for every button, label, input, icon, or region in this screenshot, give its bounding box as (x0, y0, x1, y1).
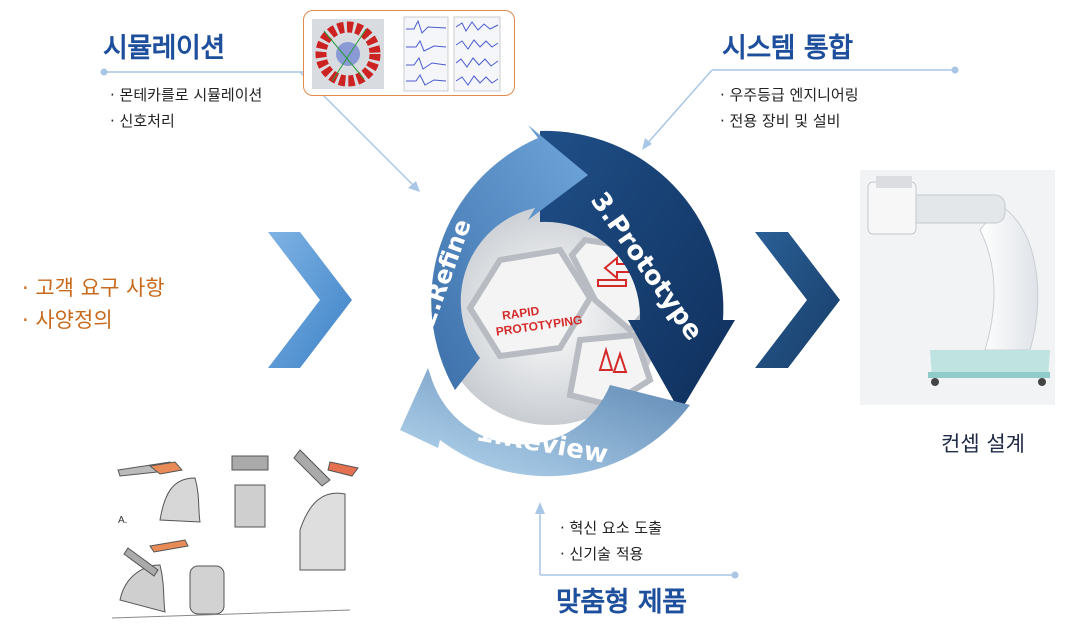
simulation-list: 몬테카를로 시뮬레이션 신호처리 (110, 82, 263, 134)
simulation-thumbnail (303, 10, 515, 96)
simulation-title: 시뮬레이션 (103, 33, 225, 64)
chevron-left-icon (268, 232, 352, 368)
list-item: 신호처리 (110, 108, 262, 134)
system-integration-list: 우주등급 엔지니어링 전용 장비 및 설비 (720, 82, 859, 134)
list-item: 신기술 적용 (560, 541, 662, 567)
chevron-right-icon (755, 232, 840, 368)
list-item: 몬테카를로 시뮬레이션 (110, 82, 263, 108)
custom-product-list: 혁신 요소 도출 신기술 적용 (560, 515, 662, 567)
system-integration-title: 시스템 통합 (722, 33, 853, 64)
product-dot (731, 571, 739, 579)
refine-arrow (431, 125, 588, 390)
prototype-arrow (540, 130, 735, 412)
concept-label: 컨셉 설계 (941, 432, 1025, 456)
list-item: 전용 장비 및 설비 (720, 108, 859, 134)
center-label-line1: RAPID (501, 304, 540, 323)
list-item: 혁신 요소 도출 (560, 515, 662, 541)
requirements-list: 고객 요구 사항 사양정의 (22, 272, 165, 336)
svg-text:A.: A. (118, 515, 127, 526)
system-dot (951, 66, 959, 74)
review-arrow (400, 368, 690, 477)
list-item: 우주등급 엔지니어링 (720, 82, 859, 108)
list-item: 사양정의 (22, 304, 165, 336)
simulation-dot (100, 68, 108, 76)
custom-product-title: 맞춤형 제품 (556, 587, 687, 618)
system-pointer (645, 69, 713, 146)
list-item: 고객 요구 사항 (22, 272, 164, 304)
